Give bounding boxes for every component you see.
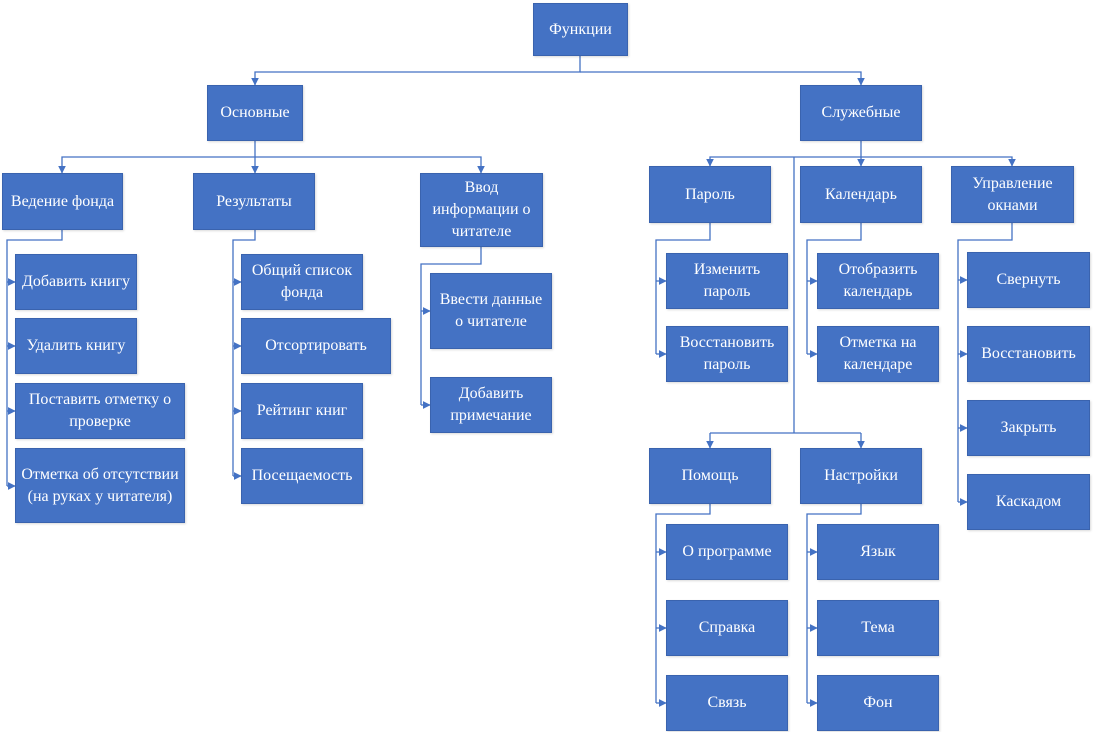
node-service: Служебные [800, 85, 922, 141]
node-main: Основные [207, 85, 303, 141]
connector-line [861, 156, 1016, 167]
connector-line [58, 141, 256, 174]
node-about: О программе [666, 524, 788, 580]
node-change-password: Изменить пароль [666, 253, 788, 309]
connector-line [251, 56, 581, 86]
node-show-calendar: Отобразить календарь [817, 253, 939, 309]
node-help: Помощь [649, 448, 771, 504]
node-book-rating: Рейтинг книг [241, 383, 363, 439]
connector-line [655, 504, 711, 703]
connector-line [420, 247, 482, 405]
node-contact: Связь [666, 675, 788, 731]
connector-line [232, 230, 256, 476]
node-cascade: Каскадом [967, 474, 1090, 530]
node-functions: Функции [533, 3, 628, 56]
node-mark-absence: Отметка об отсутствии (на руках у читате… [15, 448, 185, 523]
connector-line [806, 223, 862, 354]
node-mark-check: Поставить отметку о проверке [15, 383, 185, 439]
node-password: Пароль [649, 166, 771, 223]
node-enter-reader-data: Ввести данные о читателе [430, 273, 552, 349]
node-minimize: Свернуть [967, 252, 1090, 308]
node-reference: Справка [666, 600, 788, 656]
connector-line [706, 141, 862, 167]
connector-line [957, 223, 1013, 502]
node-add-book: Добавить книгу [15, 254, 137, 310]
node-window-management: Управление окнами [951, 166, 1074, 223]
node-settings: Настройки [800, 448, 922, 504]
connector-line [6, 230, 63, 486]
node-restore: Восстановить [967, 326, 1090, 382]
node-background: Фон [817, 675, 939, 731]
node-add-note: Добавить примечание [430, 377, 552, 433]
node-calendar-mark: Отметка на календаре [817, 326, 939, 382]
node-restore-password: Восстановить пароль [666, 326, 788, 382]
node-calendar: Календарь [800, 166, 922, 223]
node-results: Результаты [193, 173, 315, 230]
node-fund-management: Ведение фонда [2, 173, 123, 230]
connector-line [655, 223, 711, 354]
node-attendance: Посещаемость [241, 448, 363, 504]
connector-line [255, 156, 485, 174]
connector-line [806, 504, 862, 703]
node-theme: Тема [817, 600, 939, 656]
node-reader-info-input: Ввод информации о читателе [420, 173, 543, 247]
node-sort: Отсортировать [241, 318, 391, 374]
connector-line [580, 71, 865, 86]
node-general-list: Общий список фонда [241, 254, 363, 310]
node-language: Язык [817, 524, 939, 580]
node-delete-book: Удалить книгу [15, 318, 137, 374]
node-close: Закрыть [967, 400, 1090, 456]
